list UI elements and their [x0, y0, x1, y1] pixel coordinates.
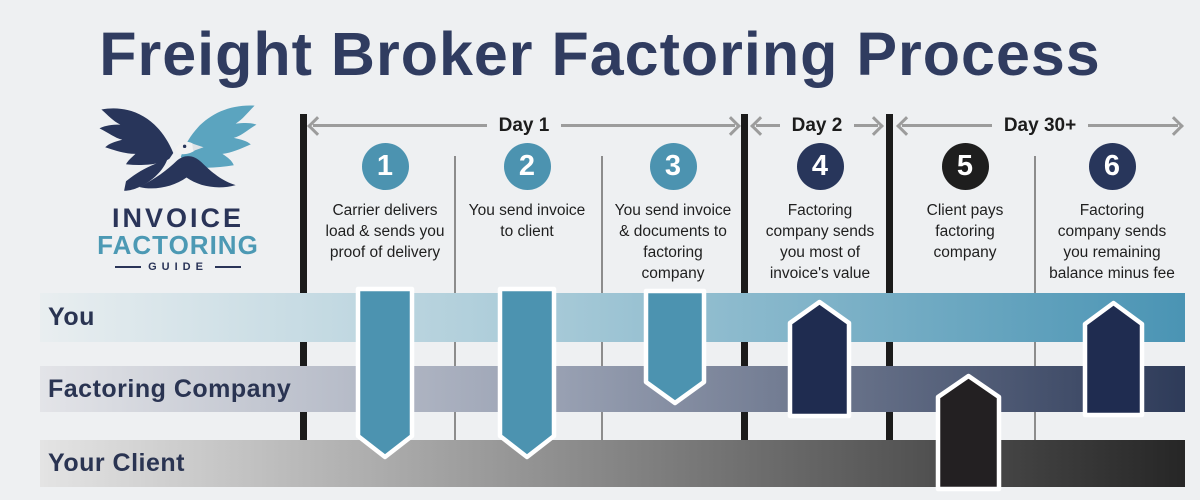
- step-3-description: You send invoice & documents to factorin…: [614, 202, 732, 282]
- arrow-step4-up: [787, 299, 852, 419]
- lane-you-label: You: [48, 303, 95, 331]
- lane-your-client: Your Client: [40, 440, 1185, 487]
- timeline-label-day1: Day 1: [486, 114, 562, 137]
- step-2-number-badge: 2: [503, 143, 551, 190]
- arrow-step2-down: [497, 286, 557, 460]
- lane-factoring-company: Factoring Company: [40, 366, 1185, 412]
- step-5-description: Client pays factoring company: [926, 202, 1004, 261]
- timeline-range-day2: Day 2: [750, 114, 884, 137]
- page-title: Freight Broker Factoring Process: [99, 20, 1101, 88]
- timeline-label-day30: Day 30+: [991, 114, 1089, 137]
- arrow-right-icon: [1164, 116, 1184, 136]
- arrow-step1-down: [355, 286, 415, 460]
- logo-dash-right: [214, 266, 241, 268]
- step-3: 3 You send invoice & documents to factor…: [583, 143, 763, 284]
- logo-text-guide-row: GUIDE: [88, 261, 268, 273]
- logo-text-factoring: FACTORING: [97, 230, 259, 260]
- step-4-description: Factoring company sends you most of invo…: [765, 202, 875, 282]
- step-3-number-badge: 3: [649, 143, 697, 190]
- day-divider-3: [886, 114, 893, 442]
- arrow-left-icon: [307, 116, 327, 136]
- arrow-step5-up: [935, 373, 1002, 492]
- lane-your-client-label: Your Client: [48, 449, 185, 477]
- step-6: 6 Factoring company sends you remaining …: [1022, 143, 1200, 284]
- day-divider-1: [300, 114, 307, 442]
- step-1-number-badge: 1: [361, 143, 409, 190]
- arrow-left-icon: [896, 116, 916, 136]
- invoice-factoring-guide-logo: INVOICE FACTORING GUIDE: [88, 100, 268, 273]
- step-2-description: You send invoice to client: [468, 202, 586, 240]
- lane-factoring-company-label: Factoring Company: [48, 374, 292, 403]
- arrow-left-icon: [750, 116, 770, 136]
- step-1: 1 Carrier delivers load & sends you proo…: [295, 143, 475, 263]
- step-1-description: Carrier delivers load & sends you proof …: [325, 202, 445, 261]
- arrow-right-icon: [864, 116, 884, 136]
- timeline-range-day1: Day 1: [307, 114, 741, 137]
- arrow-step6-up: [1082, 300, 1145, 418]
- logo-dash-left: [115, 266, 142, 268]
- step-2: 2 You send invoice to client: [437, 143, 617, 242]
- lane-you: You: [40, 293, 1185, 342]
- day-divider-2: [741, 114, 748, 442]
- arrow-right-icon: [721, 116, 741, 136]
- timeline-label-day2: Day 2: [779, 114, 855, 137]
- timeline-range-day30: Day 30+: [896, 114, 1184, 137]
- step-6-number-badge: 6: [1088, 143, 1136, 190]
- step-5: 5 Client pays factoring company: [875, 143, 1055, 263]
- eagle-icon: [99, 105, 257, 191]
- step-4-number-badge: 4: [796, 143, 844, 190]
- step-6-description: Factoring company sends you remaining ba…: [1049, 202, 1175, 282]
- step-4: 4 Factoring company sends you most of in…: [730, 143, 910, 284]
- step-5-number-badge: 5: [941, 143, 989, 190]
- logo-text-guide: GUIDE: [148, 261, 208, 273]
- arrow-step3-down: [643, 288, 707, 406]
- logo-text-invoice: INVOICE: [111, 203, 245, 233]
